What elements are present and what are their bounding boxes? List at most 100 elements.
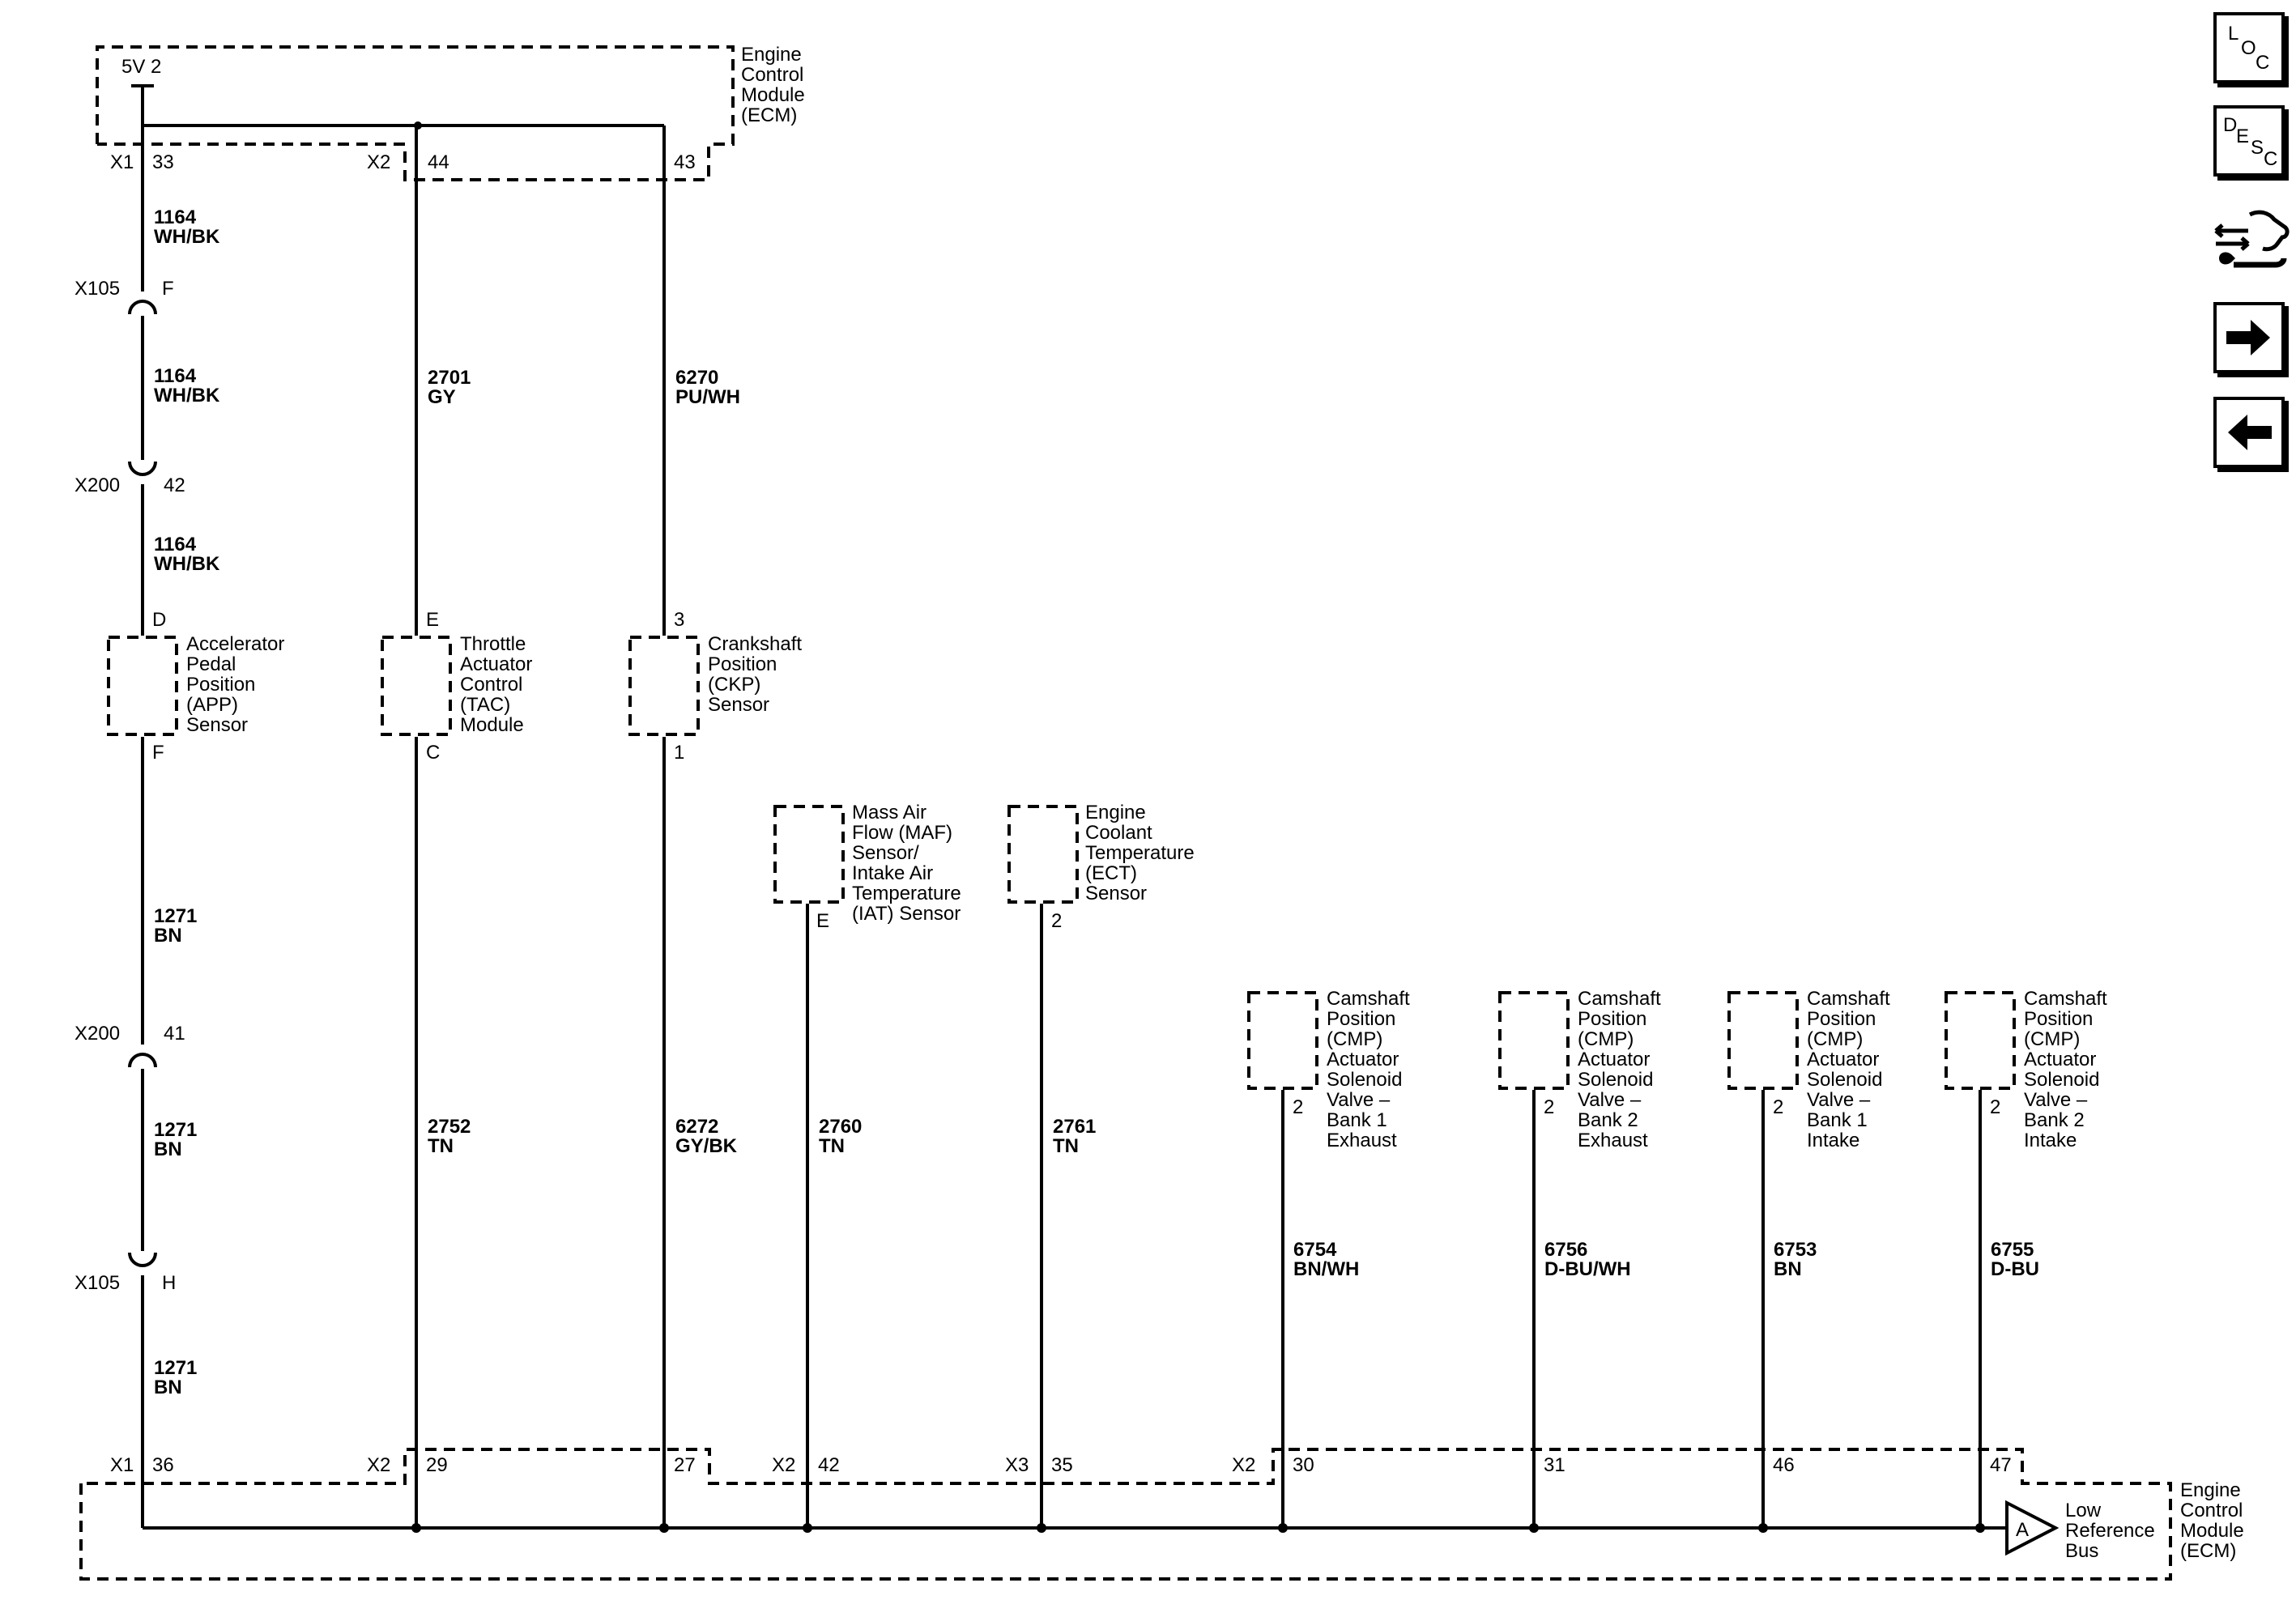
- cmp2-label-2: Position: [1578, 1008, 1646, 1030]
- ckp-pin-bottom: 1: [674, 742, 684, 764]
- wire-cmp1-low-color: BN/WH: [1293, 1258, 1359, 1280]
- app-circuit: [128, 126, 157, 1528]
- cmp2-pin-bottom: 2: [1544, 1096, 1554, 1118]
- app-label-2: Pedal: [186, 653, 236, 675]
- tac-pin-bottom: C: [426, 742, 440, 764]
- ecm-top-title-1: Engine: [741, 44, 802, 66]
- cmp1-label-6: Valve –: [1327, 1089, 1391, 1111]
- next-button[interactable]: [2213, 302, 2285, 373]
- wire-app-sig-2-circuit: 1164: [154, 365, 197, 387]
- x200-42-name: X200: [75, 474, 120, 496]
- wire-ckp-sig-color: PU/WH: [675, 386, 740, 408]
- cmp1-label-8: Exhaust: [1327, 1130, 1397, 1151]
- cmp3-label-3: (CMP): [1807, 1028, 1863, 1050]
- ckp-label-3: (CKP): [708, 674, 760, 696]
- wire-tac-sig-circuit: 2701: [428, 367, 471, 389]
- ckp-label-4: Sensor: [708, 694, 769, 716]
- cmp3-box: [1727, 991, 1799, 1090]
- wire-app-sig-3-color: WH/BK: [154, 553, 220, 575]
- wire-ckp-low-color: GY/BK: [675, 1135, 738, 1157]
- ecm-bottom-title-2: Control: [2180, 1500, 2243, 1521]
- cmp-bank1-exhaust: Camshaft Position (CMP) Actuator Solenoi…: [1247, 988, 1410, 1151]
- cmp4-box: [1945, 991, 2016, 1090]
- ecm-bottom-x3: X3: [1005, 1454, 1029, 1476]
- wire-app-low-1-circuit: 1271: [154, 905, 197, 927]
- cmp-bank2-intake: Camshaft Position (CMP) Actuator Solenoi…: [1945, 988, 2107, 1151]
- ecm-bottom-x1: X1: [110, 1454, 134, 1476]
- cmp1-label-2: Position: [1327, 1008, 1395, 1030]
- cmp2-label-5: Solenoid: [1578, 1069, 1653, 1091]
- x105-f-name: X105: [75, 278, 120, 300]
- ckp-label-1: Crankshaft: [708, 633, 802, 655]
- ecm-top: Engine Control Module (ECM) 5V 2 X1 33 X…: [96, 44, 805, 181]
- cmp2-box: [1498, 991, 1570, 1090]
- cmp3-pin-bottom: 2: [1773, 1096, 1783, 1118]
- app-sensor-box: [107, 636, 178, 736]
- x200-41-name: X200: [75, 1023, 120, 1045]
- cmp-bank1-intake: Camshaft Position (CMP) Actuator Solenoi…: [1727, 988, 1890, 1151]
- ecm-top-pin-tac: 44: [428, 151, 449, 173]
- cmp3-label-5: Solenoid: [1807, 1069, 1882, 1091]
- tac-label-2: Actuator: [460, 653, 532, 675]
- app-sensor: D Accelerator Pedal Position (APP) Senso…: [107, 609, 284, 764]
- tac-label-1: Throttle: [460, 633, 526, 655]
- cmp1-label-1: Camshaft: [1327, 988, 1410, 1010]
- description-button[interactable]: D E S C: [2213, 105, 2285, 177]
- ecm-bottom: A Low Reference Bus Engine Control Modul…: [79, 1448, 2244, 1581]
- cmp3-label-1: Camshaft: [1807, 988, 1890, 1010]
- ect-label-2: Coolant: [1085, 822, 1152, 844]
- cmp2-label-4: Actuator: [1578, 1049, 1650, 1070]
- ecm-top-title-2: Control: [741, 64, 803, 86]
- ecm-bottom-pin-ect: 35: [1051, 1454, 1073, 1476]
- wire-tac-sig-color: GY: [428, 386, 456, 408]
- ecm-bottom-pin-cmp3: 46: [1773, 1454, 1795, 1476]
- ecm-bottom-title-1: Engine: [2180, 1479, 2241, 1501]
- cmp4-label-5: Solenoid: [2024, 1069, 2099, 1091]
- cmp3-label-4: Actuator: [1807, 1049, 1879, 1070]
- cmp4-label-4: Actuator: [2024, 1049, 2096, 1070]
- ckp-pin-top: 3: [674, 609, 684, 631]
- app-label-1: Accelerator: [186, 633, 284, 655]
- x200-41-pin: 41: [164, 1023, 185, 1045]
- cmp4-label-1: Camshaft: [2024, 988, 2107, 1010]
- cmp4-label-3: (CMP): [2024, 1028, 2080, 1050]
- ect-label-5: Sensor: [1085, 883, 1147, 904]
- x105-f-symbol: [128, 300, 157, 315]
- cmp2-label-1: Camshaft: [1578, 988, 1661, 1010]
- cmp3-label-2: Position: [1807, 1008, 1876, 1030]
- ecm-bottom-pin-ckp: 27: [674, 1454, 696, 1476]
- app-pin-top: D: [152, 609, 166, 631]
- maf-label-5: Temperature: [852, 883, 961, 904]
- arrow-left-icon: [2228, 415, 2272, 450]
- x200-42-pin: 42: [164, 474, 185, 496]
- supply-5v-label: 5V 2: [121, 56, 161, 78]
- wire-tac-low-circuit: 2752: [428, 1116, 471, 1138]
- ecm-top-pin-app: 33: [152, 151, 174, 173]
- x105-h-symbol: [128, 1252, 157, 1267]
- wire-cmp2-low-color: D-BU/WH: [1544, 1258, 1631, 1280]
- ecm-bottom-pin-cmp2: 31: [1544, 1454, 1565, 1476]
- wire-cmp1-low-circuit: 6754: [1293, 1239, 1337, 1261]
- maf-label-1: Mass Air: [852, 802, 926, 823]
- ecm-bottom-pin-cmp4: 47: [1990, 1454, 2012, 1476]
- previous-button[interactable]: [2213, 397, 2285, 468]
- x200-42-symbol: [128, 461, 157, 476]
- ecm-bottom-title-4: (ECM): [2180, 1540, 2236, 1562]
- wire-app-low-3-circuit: 1271: [154, 1357, 197, 1379]
- wire-app-low-3-color: BN: [154, 1377, 182, 1398]
- service-tool-icon[interactable]: [2209, 198, 2290, 279]
- wire-ckp-sig-circuit: 6270: [675, 367, 718, 389]
- ect-pin-bottom: 2: [1051, 910, 1062, 932]
- wire-app-sig-1-circuit: 1164: [154, 206, 197, 228]
- x200-41-symbol: [128, 1053, 157, 1068]
- x105-h-pin: H: [162, 1272, 176, 1294]
- app-label-3: Position: [186, 674, 255, 696]
- maf-label-2: Flow (MAF): [852, 822, 952, 844]
- cmp3-label-6: Valve –: [1807, 1089, 1871, 1111]
- desc-letter-e: E: [2236, 126, 2249, 147]
- ecm-bottom-pin-cmp1: 30: [1293, 1454, 1314, 1476]
- location-button[interactable]: L O C: [2213, 12, 2285, 83]
- wire-cmp4-low-circuit: 6755: [1991, 1239, 2034, 1261]
- ecm-bottom-title-3: Module: [2180, 1520, 2244, 1542]
